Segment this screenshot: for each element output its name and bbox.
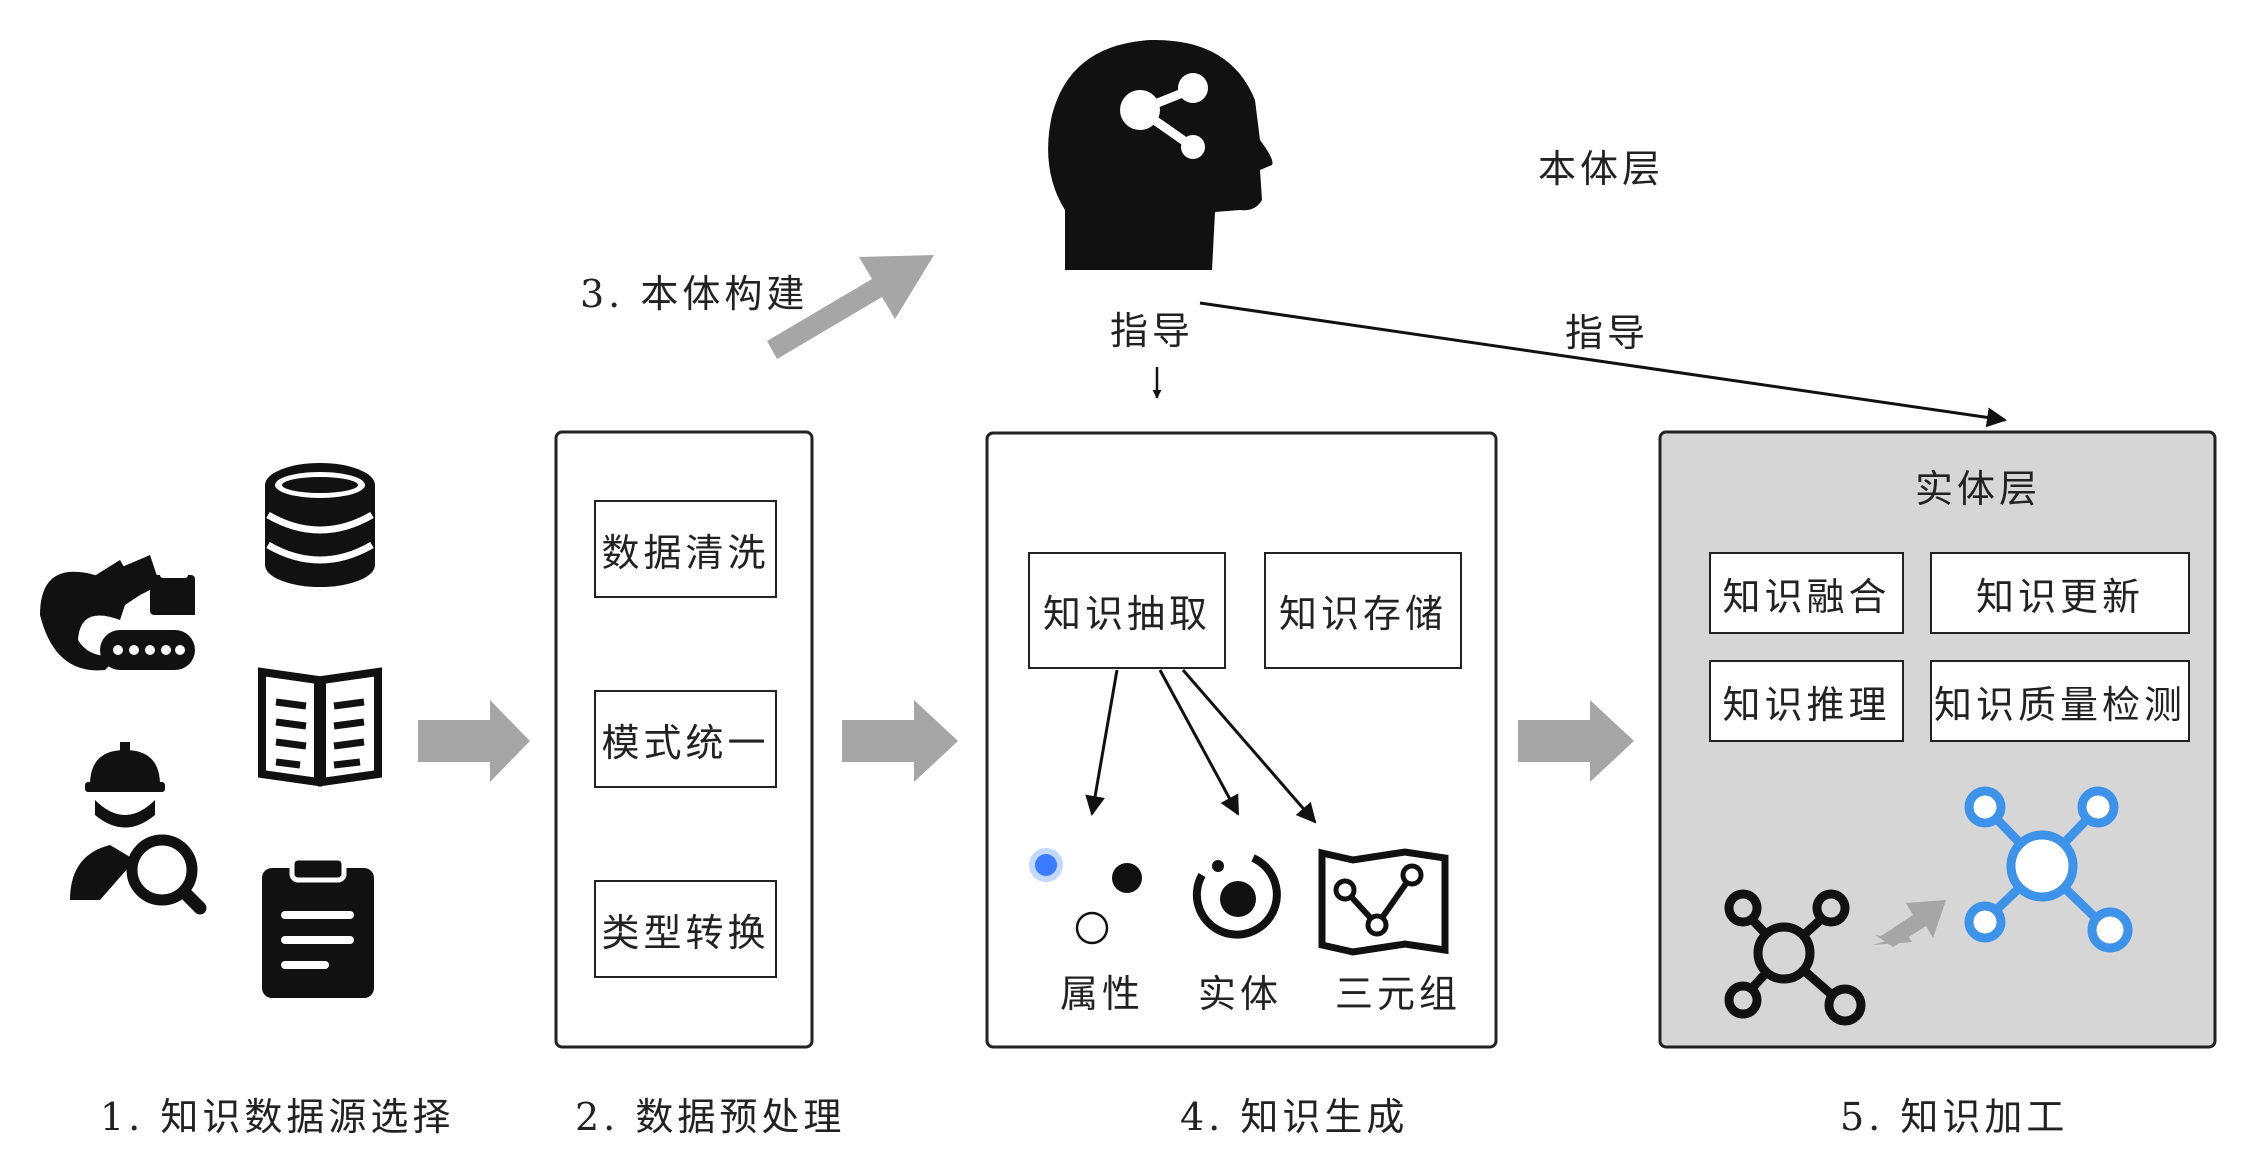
extract-to-attribute-arrow [1085, 669, 1119, 816]
data-cleaning-box: 数据清洗 [594, 500, 777, 598]
attribute-icon [1029, 848, 1142, 945]
triple-icon [1318, 848, 1449, 956]
ontology-build-label: 3. 本体构建 [580, 272, 809, 316]
flow-arrows [418, 255, 1634, 782]
ontology-build-arrow [767, 255, 934, 359]
database-icon [265, 463, 375, 587]
flow-arrow-1 [418, 700, 530, 782]
guide-arrow-long [1199, 301, 2007, 428]
type-convert-box: 类型转换 [594, 880, 777, 978]
entity-icon [1192, 854, 1281, 939]
extract-to-triple-arrow [1181, 669, 1317, 824]
step2-caption: 2. 数据预处理 [575, 1095, 846, 1139]
knowledge-reasoning-box: 知识推理 [1709, 660, 1904, 742]
extract-to-entity-arrow [1158, 669, 1240, 816]
document-icon [258, 667, 382, 787]
sync-arrow [1872, 900, 1946, 947]
step4-caption: 4. 知识生成 [1180, 1095, 1409, 1139]
knowledge-extract-box: 知识抽取 [1028, 552, 1226, 669]
knowledge-store-box: 知识存储 [1264, 552, 1462, 669]
guide-label-right: 指导 [1565, 311, 1650, 355]
flow-arrow-3 [1518, 700, 1634, 782]
knowledge-update-box: 知识更新 [1930, 552, 2190, 634]
guide-label-left: 指导 [1110, 309, 1195, 353]
schema-unify-box: 模式统一 [594, 690, 777, 788]
step5-caption: 5. 知识加工 [1840, 1095, 2069, 1139]
black-network-icon [1724, 889, 1866, 1026]
clipboard-icon [262, 855, 374, 998]
attribute-label: 属性 [1060, 972, 1145, 1016]
worker-search-icon [70, 742, 207, 915]
knowledge-quality-box: 知识质量检测 [1930, 660, 2190, 742]
step1-caption: 1. 知识数据源选择 [100, 1095, 455, 1139]
excavator-icon [40, 555, 195, 671]
blue-network-icon [1964, 786, 2133, 953]
generation-panel [985, 431, 1498, 1049]
head-network-icon [1048, 39, 1273, 270]
entity-layer-label: 实体层 [1915, 467, 2042, 511]
knowledge-fusion-box: 知识融合 [1709, 552, 1904, 634]
ontology-layer-label: 本体层 [1538, 147, 1665, 191]
triple-label: 三元组 [1335, 972, 1462, 1016]
entity-label: 实体 [1198, 972, 1283, 1016]
flow-arrow-2 [842, 700, 958, 782]
